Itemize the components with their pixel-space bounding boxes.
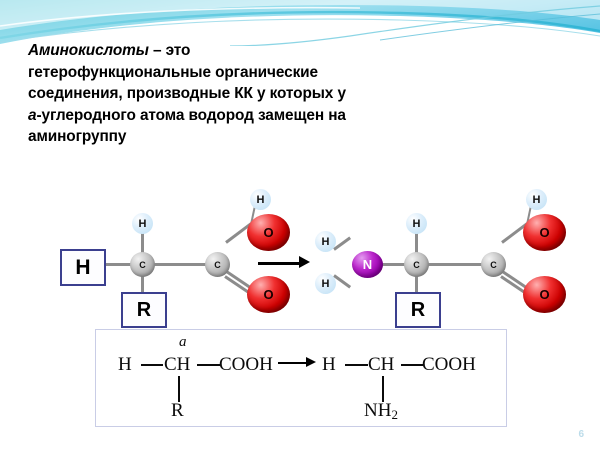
label-box-r-left: R xyxy=(121,292,167,328)
bond-n-to-c1-right xyxy=(381,263,407,266)
formula-reaction-arrow xyxy=(278,357,318,367)
bond-h-to-c1 xyxy=(104,263,132,266)
atom-carbon-alpha-right-text: C xyxy=(413,259,420,270)
atom-hydrogen-hydroxyl-left-text: H xyxy=(256,193,265,206)
atom-carbon-carboxyl-left: C xyxy=(205,252,230,277)
atom-hydrogen-top-right-text: H xyxy=(412,217,421,230)
text-line-4-rest: -углеродного атома водород замещен на xyxy=(36,106,346,124)
text-line-3: соединения, производные КК у которых у xyxy=(28,85,346,102)
label-box-r-right-text: R xyxy=(410,298,426,321)
text-line-4: a-углеродного атома водород замещен на xyxy=(28,105,448,127)
molecule-left: H R H C C O O H xyxy=(42,186,558,328)
molecular-structure-panel: H R H C C O O H xyxy=(42,186,566,328)
atom-oxygen-hydroxyl-right-text: O xyxy=(539,225,550,240)
formula-right-substituent-text: NH xyxy=(364,400,392,421)
lead-word: Аминокислоты xyxy=(28,42,149,59)
alpha-label: a xyxy=(179,334,187,350)
formula-left-substituent: R xyxy=(171,400,184,421)
text-line-2: гетерофункциональные органические xyxy=(28,63,318,81)
atom-hydrogen-top-left-text: H xyxy=(138,217,147,230)
label-box-r-right: R xyxy=(395,292,441,328)
formula-right-substituent-subscript: 2 xyxy=(391,407,398,422)
formula-left-ch: CH xyxy=(164,354,191,375)
atom-hydrogen-hydroxyl-right: H xyxy=(526,189,547,210)
text-line-1: Аминокислоты – это xyxy=(28,40,448,62)
bond-c1-to-c2 xyxy=(154,263,208,266)
formula-right-bond-ch-nh2 xyxy=(382,376,384,402)
formula-left-cooh: COOH xyxy=(219,354,273,375)
formula-left-bond-h-ch xyxy=(141,364,163,366)
atom-hydrogen-amine-upper-text: H xyxy=(321,235,330,248)
atom-hydrogen-hydroxyl-right-text: H xyxy=(532,193,541,206)
atom-oxygen-carbonyl-right: O xyxy=(523,276,566,313)
reaction-arrow xyxy=(258,256,310,268)
bond-c1-to-r-right xyxy=(415,272,418,300)
atom-oxygen-hydroxyl-left: O xyxy=(247,214,290,251)
decorative-header-banner xyxy=(0,0,600,46)
atom-hydrogen-top-left: H xyxy=(132,213,153,234)
atom-nitrogen-text: N xyxy=(362,257,373,272)
slide-body-text: Аминокислоты – это гетерофункциональные … xyxy=(28,40,448,148)
formula-right-bond-h-ch xyxy=(345,364,368,366)
atom-carbon-carboxyl-right: C xyxy=(481,252,506,277)
atom-hydrogen-amine-upper: H xyxy=(315,231,336,252)
atom-nitrogen: N xyxy=(352,251,383,278)
formula-panel: a H CH COOH R H CH COOH NH2 xyxy=(95,329,507,427)
formula-right-h: H xyxy=(322,354,336,375)
atom-carbon-carboxyl-right-text: C xyxy=(490,259,497,270)
bond-c1-to-r xyxy=(141,272,144,300)
atom-carbon-alpha-left: C xyxy=(130,252,155,277)
formula-right-substituent: NH2 xyxy=(364,400,398,422)
page-number: 6 xyxy=(578,429,584,440)
atom-hydrogen-amine-lower-text: H xyxy=(321,277,330,290)
atom-carbon-carboxyl-left-text: C xyxy=(214,259,221,270)
formula-left-bond-ch-r xyxy=(178,376,180,402)
atom-hydrogen-hydroxyl-left: H xyxy=(250,189,271,210)
bond-c1-to-h-top-right xyxy=(415,233,418,261)
label-box-h-left: H xyxy=(60,249,106,286)
atom-oxygen-carbonyl-left-text: O xyxy=(263,287,274,302)
atom-carbon-alpha-right: C xyxy=(404,252,429,277)
formula-left-bond-ch-cooh xyxy=(197,364,220,366)
atom-oxygen-hydroxyl-right: O xyxy=(523,214,566,251)
alpha-prefix: a xyxy=(28,106,37,124)
formula-right-ch: CH xyxy=(368,354,395,375)
molecule-right: R H H N H C C O O H xyxy=(42,186,566,328)
atom-oxygen-carbonyl-left: O xyxy=(247,276,290,313)
label-box-r-left-text: R xyxy=(136,298,152,321)
atom-hydrogen-top-right: H xyxy=(406,213,427,234)
text-line-5: аминогруппу xyxy=(28,128,127,145)
atom-carbon-alpha-left-text: C xyxy=(139,259,146,270)
text-line-1-rest: – это xyxy=(148,42,191,59)
formula-right-cooh: COOH xyxy=(422,354,476,375)
label-box-h-left-text: H xyxy=(75,255,91,279)
formula-left-h: H xyxy=(118,354,132,375)
atom-oxygen-carbonyl-right-text: O xyxy=(539,287,550,302)
formula-right-bond-ch-cooh xyxy=(401,364,423,366)
bond-c1-to-c2-right xyxy=(428,263,484,266)
atom-hydrogen-amine-lower: H xyxy=(315,273,336,294)
bond-c1-to-h-top xyxy=(141,233,144,261)
atom-oxygen-hydroxyl-left-text: O xyxy=(263,225,274,240)
